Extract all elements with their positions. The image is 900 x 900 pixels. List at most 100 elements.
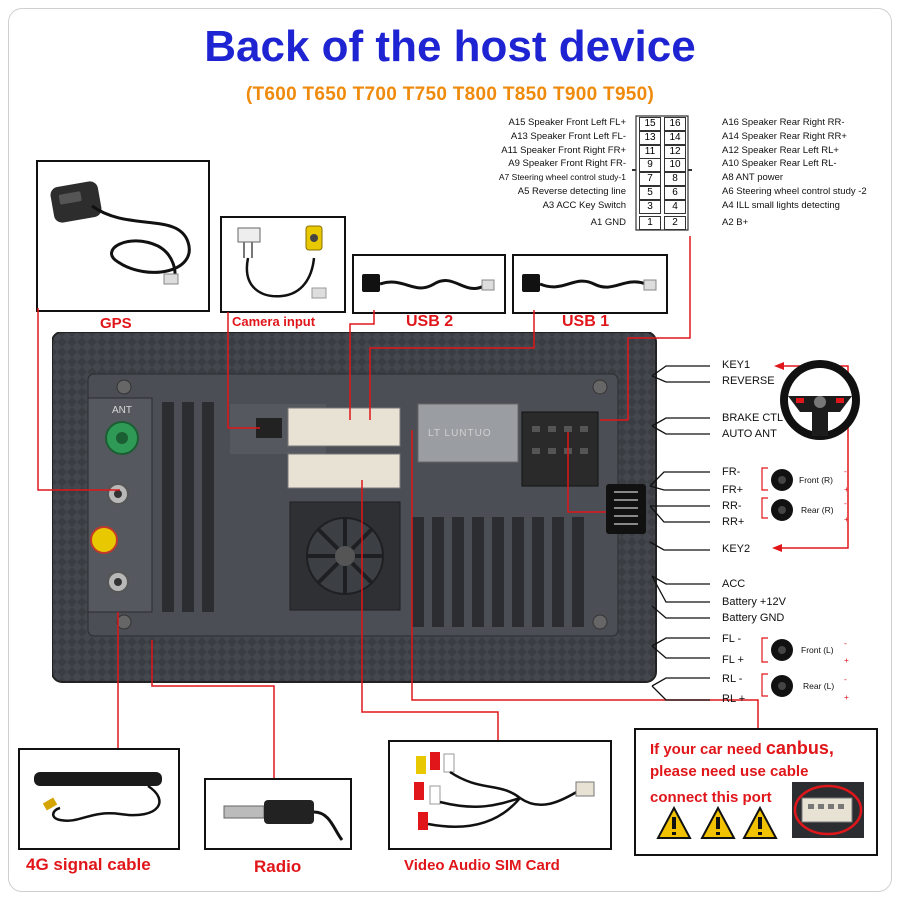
speaker-rear-l-plus: + [844, 692, 849, 702]
speaker-rear-r-minus: - [844, 498, 847, 508]
usb2-cable-icon [362, 274, 495, 292]
usb1-label: USB 1 [562, 313, 610, 330]
canbus-port-photo [792, 782, 864, 838]
pin-1: 1 [639, 216, 661, 230]
pin-13: 13 [639, 131, 661, 145]
gps-antenna-box [36, 160, 210, 312]
head-unit-back-panel [52, 332, 657, 683]
device-brand: LT LUNTUO [428, 428, 492, 439]
pin-label-a1: A1 GND [590, 217, 626, 228]
gps-label: GPS [100, 315, 132, 332]
pin-8: 8 [664, 172, 686, 186]
page-title: Back of the host device [204, 22, 696, 71]
pin-15: 15 [639, 117, 661, 131]
signal-antenna-box [18, 748, 180, 850]
pin-label-a4: A4 ILL small lights detecting [722, 200, 840, 211]
camera-input-label: Camera input [232, 314, 316, 329]
speaker-front-l-minus: - [844, 638, 847, 648]
wire-brake-ctl: BRAKE CTL [722, 412, 784, 424]
warning-icons [656, 806, 778, 839]
wire-battery-gnd: Battery GND [722, 612, 785, 624]
pin-3: 3 [639, 200, 661, 214]
wire-key1: KEY1 [722, 359, 751, 371]
ant-port-label: ANT [112, 405, 132, 416]
pin-label-a2: A2 B+ [722, 217, 749, 228]
radio-plug-icon [223, 800, 344, 841]
speaker-front-r-label: Front (R) [799, 475, 833, 485]
pin-label-a12: A12 Speaker Rear Left RL+ [722, 145, 839, 156]
pin-14: 14 [664, 131, 686, 145]
wire-rl-minus: RL - [722, 673, 743, 685]
wire-rr-minus: RR- [722, 500, 742, 512]
pin-6: 6 [664, 186, 686, 200]
radio-cable-box [204, 778, 352, 850]
pin-label-a14: A14 Speaker Rear Right RR+ [722, 131, 847, 142]
speaker-front-l-plus: + [844, 655, 849, 665]
pin-label-a8: A8 ANT power [722, 172, 784, 183]
wire-rl-plus: RL + [722, 693, 746, 705]
av-cable-icon [414, 752, 595, 830]
pin-label-a13: A13 Speaker Front Left FL- [510, 131, 626, 142]
canbus-keyword: canbus, [765, 738, 834, 758]
pin-9: 9 [639, 158, 661, 172]
warning-icon [656, 806, 692, 839]
video-audio-cable-box [388, 740, 612, 850]
pin-4: 4 [664, 200, 686, 214]
canbus-line3: connect this port [650, 789, 772, 806]
connector-outline [632, 115, 692, 231]
wire-acc: ACC [722, 578, 746, 590]
model-list: (T600 T650 T700 T750 T800 T850 T900 T950… [245, 84, 655, 105]
canbus-line2: please need use cable [650, 763, 809, 780]
pin-2: 2 [664, 216, 686, 230]
signal-cable-label: 4G signal cable [26, 855, 151, 874]
wire-fl-plus: FL + [722, 654, 744, 666]
camera-cable-icon [237, 225, 327, 299]
speaker-rear-l-label: Rear (L) [803, 681, 835, 691]
canbus-line1: If your car need canbus, [650, 738, 834, 759]
4g-antenna-icon [34, 772, 162, 822]
wire-auto-ant: AUTO ANT [722, 428, 777, 440]
pin-label-a9: A9 Speaker Front Right FR- [508, 158, 626, 169]
usb2-cable-box [352, 254, 506, 314]
pin-label-a11: A11 Speaker Front Right FR+ [501, 145, 626, 156]
pin-label-a3: A3 ACC Key Switch [542, 200, 626, 211]
speaker-left-group [761, 637, 793, 697]
warning-icon [700, 806, 736, 839]
gps-antenna-icon [50, 181, 191, 285]
steering-wheel-icon [780, 360, 860, 440]
pin-label-a10: A10 Speaker Rear Left RL- [722, 158, 837, 169]
radio-label: Radio [254, 857, 302, 876]
camera-cable-box [220, 216, 346, 313]
pin-label-a5: A5 Reverse detecting line [517, 186, 626, 197]
wire-fl-minus: FL - [722, 633, 742, 645]
wire-fr-minus: FR- [722, 466, 741, 478]
pin-label-a16: A16 Speaker Rear Right RR- [722, 117, 845, 128]
speaker-front-r-plus: + [844, 484, 849, 494]
speaker-front-r-minus: - [844, 466, 847, 476]
steering-wheel-group [772, 360, 860, 552]
warning-icon [742, 806, 778, 839]
pin-5: 5 [639, 186, 661, 200]
pin-label-a15: A15 Speaker Front Left FL+ [508, 117, 627, 128]
wire-battery-12v: Battery +12V [722, 596, 786, 608]
wire-reverse: REVERSE [722, 375, 775, 387]
speaker-front-l-label: Front (L) [801, 645, 834, 655]
wire-key2: KEY2 [722, 543, 751, 555]
harness-plug-icon [606, 484, 646, 534]
speaker-rear-r-label: Rear (R) [801, 505, 834, 515]
video-audio-sim-label: Video Audio SIM Card [404, 857, 560, 874]
pin-10: 10 [664, 158, 686, 172]
speaker-rear-r-plus: + [844, 514, 849, 524]
wire-fr-plus: FR+ [722, 484, 744, 496]
pin-label-a7: A7 Steering wheel control study-1 [498, 172, 626, 182]
speaker-right-group [761, 467, 793, 521]
pin-16: 16 [664, 117, 686, 131]
canbus-line1-prefix: If your car need [650, 741, 766, 758]
harness-wires [649, 365, 710, 701]
pin-7: 7 [639, 172, 661, 186]
usb1-cable-icon [522, 274, 657, 292]
speaker-rear-l-minus: - [844, 674, 847, 684]
wire-rr-plus: RR+ [722, 516, 745, 528]
